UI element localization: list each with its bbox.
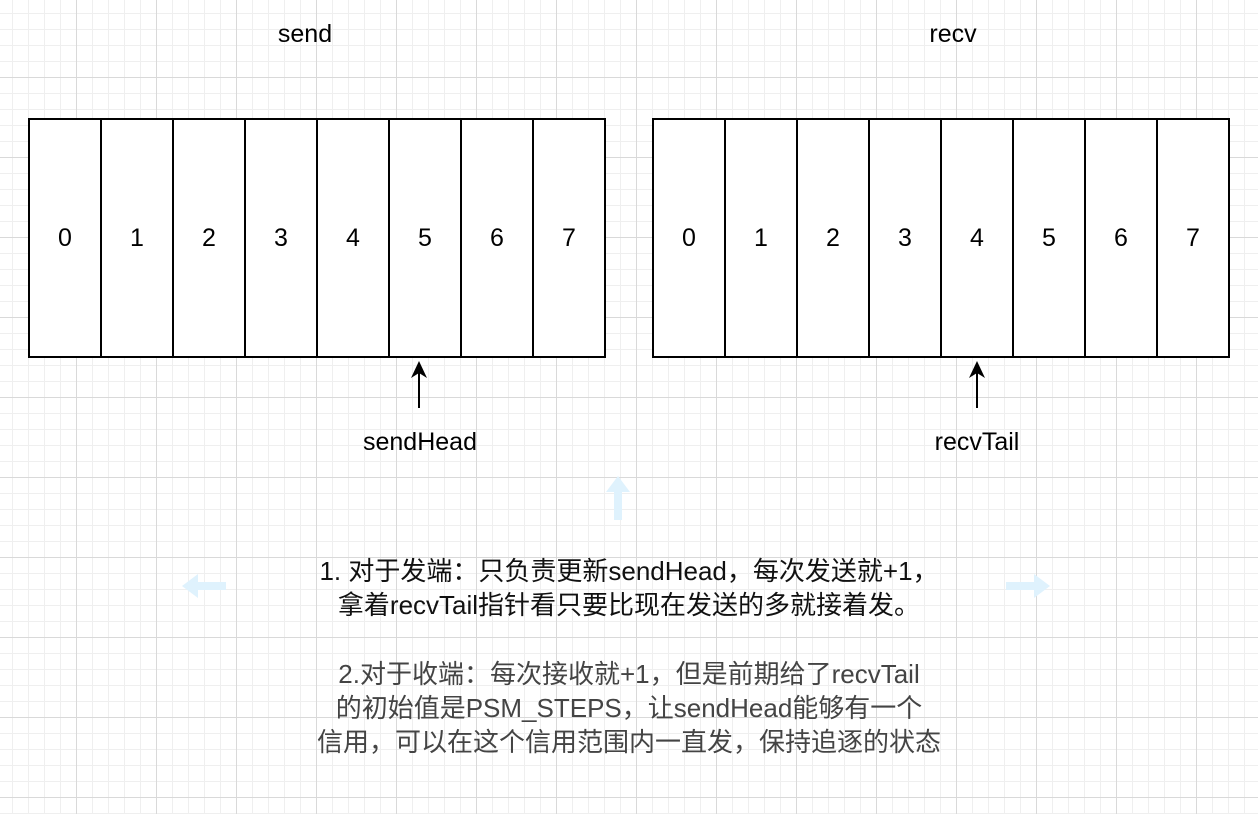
send-slot-1[interactable]: 1 (102, 120, 174, 356)
send-head-label: sendHead (363, 428, 477, 456)
recv-tail-arrow-icon[interactable] (967, 360, 987, 410)
send-slot-6[interactable]: 6 (462, 120, 534, 356)
sender-note-line-1: 1. 对于发端：只负责更新sendHead，每次发送就+1， (319, 556, 939, 586)
send-buffer: 0 1 2 3 4 5 6 7 (28, 118, 606, 358)
recv-slot-4[interactable]: 4 (942, 120, 1014, 356)
receiver-note-line-2: 的初始值是PSM_STEPS，让sendHead能够有一个 (335, 693, 923, 723)
recv-slot-1[interactable]: 1 (726, 120, 798, 356)
send-slot-4[interactable]: 4 (318, 120, 390, 356)
receiver-note-line-1: 2.对于收端：每次接收就+1，但是前期给了recvTail (338, 659, 920, 689)
recv-tail-label: recvTail (934, 428, 1020, 456)
sender-note[interactable]: 1. 对于发端：只负责更新sendHead，每次发送就+1， 拿着recvTai… (229, 554, 1029, 622)
send-slot-7[interactable]: 7 (534, 120, 606, 356)
recv-slot-3[interactable]: 3 (870, 120, 942, 356)
recv-slot-0[interactable]: 0 (654, 120, 726, 356)
recv-title: recv (929, 20, 977, 48)
recv-slot-7[interactable]: 7 (1158, 120, 1230, 356)
recv-buffer: 0 1 2 3 4 5 6 7 (652, 118, 1230, 358)
receiver-note[interactable]: 2.对于收端：每次接收就+1，但是前期给了recvTail 的初始值是PSM_S… (229, 657, 1029, 759)
ghost-arrow-right-icon[interactable] (1004, 572, 1052, 600)
ghost-arrow-left-icon[interactable] (180, 572, 228, 600)
recv-slot-6[interactable]: 6 (1086, 120, 1158, 356)
send-slot-2[interactable]: 2 (174, 120, 246, 356)
send-slot-3[interactable]: 3 (246, 120, 318, 356)
send-slot-0[interactable]: 0 (30, 120, 102, 356)
send-head-arrow-icon[interactable] (409, 360, 429, 410)
recv-slot-5[interactable]: 5 (1014, 120, 1086, 356)
send-title: send (277, 20, 333, 48)
receiver-note-line-3: 信用，可以在这个信用范围内一直发，保持追逐的状态 (316, 727, 941, 757)
sender-note-line-2: 拿着recvTail指针看只要比现在发送的多就接着发。 (337, 590, 921, 620)
ghost-arrow-up-icon[interactable] (604, 474, 632, 522)
send-slot-5[interactable]: 5 (390, 120, 462, 356)
recv-slot-2[interactable]: 2 (798, 120, 870, 356)
